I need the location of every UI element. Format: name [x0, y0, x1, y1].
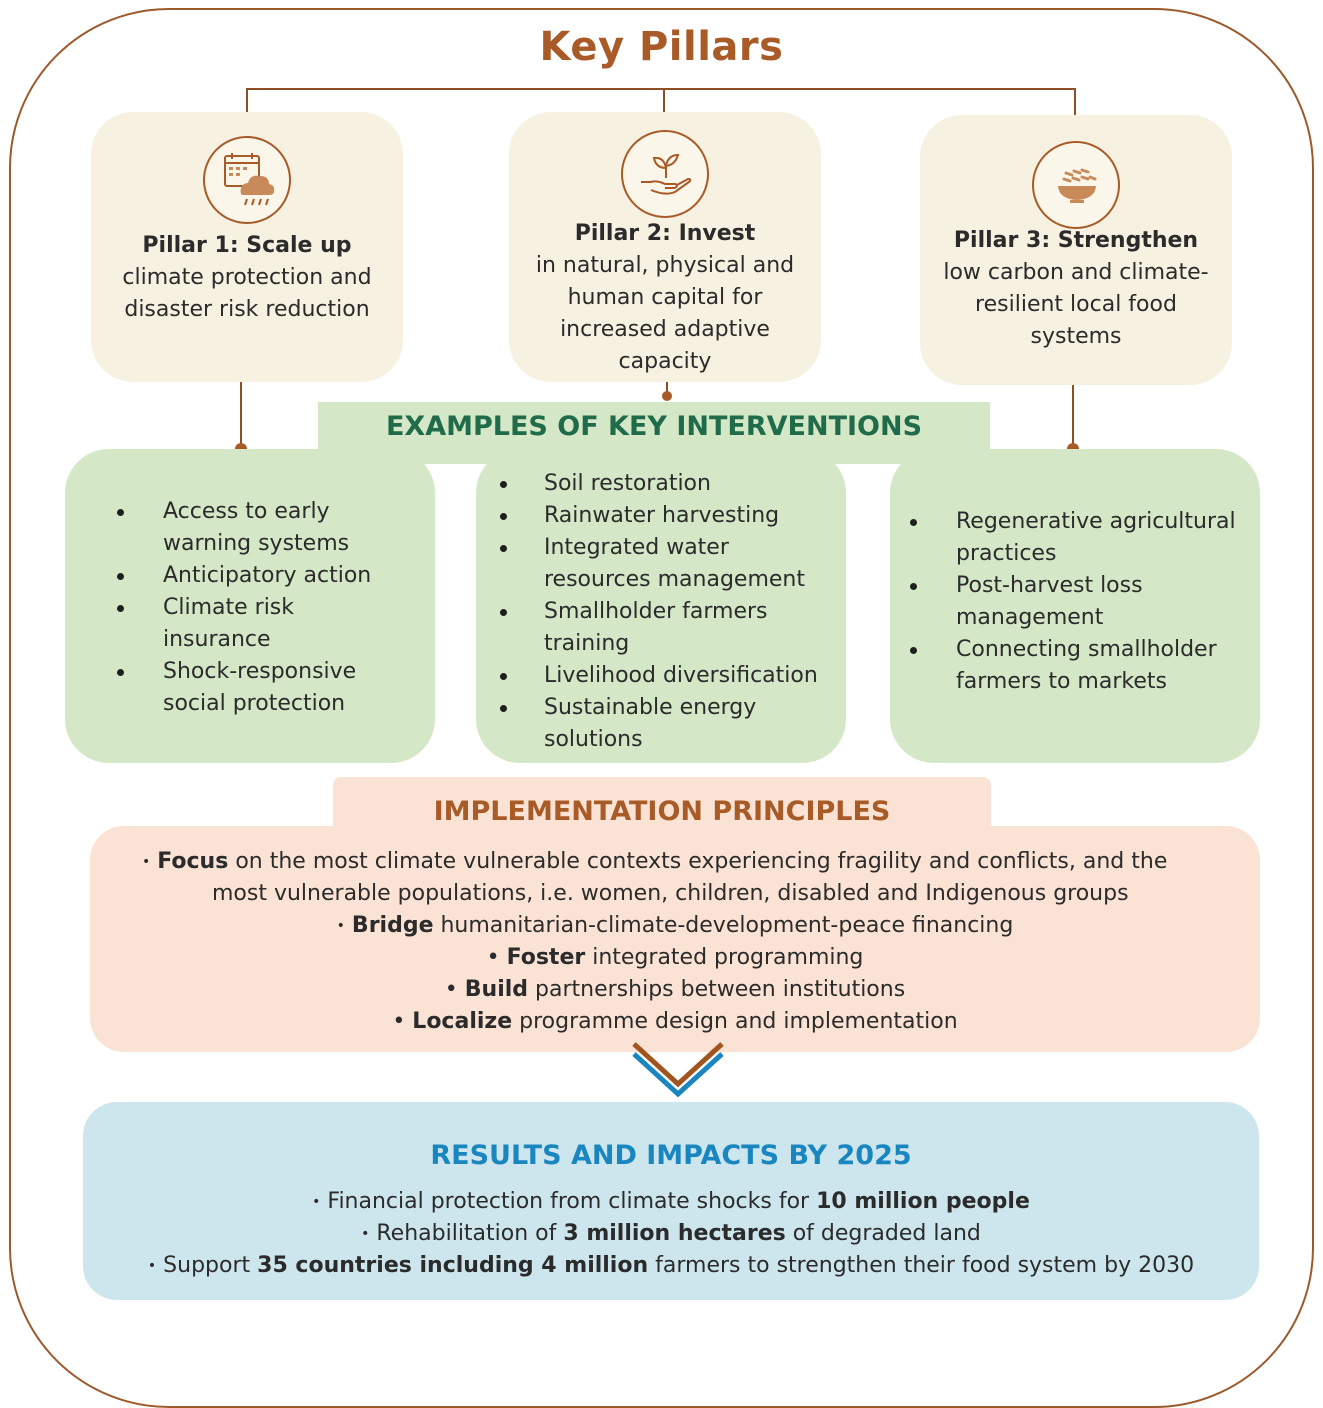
principle-item: • Localize programme design and implemen… — [392, 1009, 958, 1034]
grain-bowl-icon — [1032, 141, 1120, 229]
pillar-desc: in natural, physical and — [535, 253, 795, 278]
pillar-3-text: Pillar 3: Strengthen low carbon and clim… — [920, 225, 1232, 353]
pillar-2-card: Pillar 2: Invest in natural, physical an… — [509, 112, 821, 382]
pillar-1-text: Pillar 1: Scale up climate protection an… — [91, 230, 403, 326]
results-heading: RESULTS AND IMPACTS BY 2025 — [430, 1140, 912, 1171]
principle-item-continuation: most vulnerable populations, i.e. women,… — [212, 881, 1129, 906]
pillar-desc: disaster risk reduction — [124, 297, 370, 322]
principle-item: • Foster integrated programming — [486, 945, 864, 970]
hand-seedling-icon — [621, 130, 709, 218]
pillar-title: Pillar 1: Scale up — [142, 233, 352, 258]
list-item: Livelihood diversification — [476, 660, 846, 692]
chevron-down-icon — [632, 1042, 724, 1098]
pillar-2-text: Pillar 2: Invest in natural, physical an… — [509, 218, 821, 378]
list-item: Rainwater harvesting — [476, 500, 846, 532]
page-title: Key Pillars — [539, 24, 784, 70]
results-box: RESULTS AND IMPACTS BY 2025 • Financial … — [83, 1102, 1259, 1300]
result-item: • Support 35 countries including 4 milli… — [147, 1253, 1195, 1278]
pillar-title: Pillar 3: Strengthen — [953, 228, 1199, 253]
principle-item: • Bridge humanitarian-climate-developmen… — [336, 913, 1014, 938]
principles-box: • Focus on the most climate vulnerable c… — [90, 826, 1260, 1052]
calendar-rain-cloud-icon — [203, 136, 291, 224]
result-item: • Rehabilitation of 3 million hectares o… — [361, 1221, 981, 1246]
pillar-1-card: Pillar 1: Scale up climate protection an… — [91, 112, 403, 382]
pillar-desc: capacity — [618, 349, 712, 374]
connector-dot — [662, 391, 672, 401]
list-item: Soil restoration — [476, 468, 846, 500]
list-item: Anticipatory action — [65, 560, 435, 592]
pillar-title: Pillar 2: Invest — [574, 221, 756, 246]
principle-item: • Build partnerships between institution… — [444, 977, 906, 1002]
pillar-desc: human capital for — [567, 285, 763, 310]
pillar-desc: climate protection and — [122, 265, 372, 290]
pillar-3-card: Pillar 3: Strengthen low carbon and clim… — [920, 115, 1232, 385]
interventions-column-2: Soil restoration Rainwater harvesting In… — [476, 449, 846, 763]
pillar-desc: resilient local food — [975, 292, 1177, 317]
principle-item: • Focus on the most climate vulnerable c… — [142, 849, 1168, 874]
pillar-desc: low carbon and climate- — [943, 260, 1209, 285]
pillar-desc: increased adaptive — [560, 317, 770, 342]
result-item: • Financial protection from climate shoc… — [312, 1189, 1030, 1214]
pillar-desc: systems — [1030, 324, 1122, 349]
